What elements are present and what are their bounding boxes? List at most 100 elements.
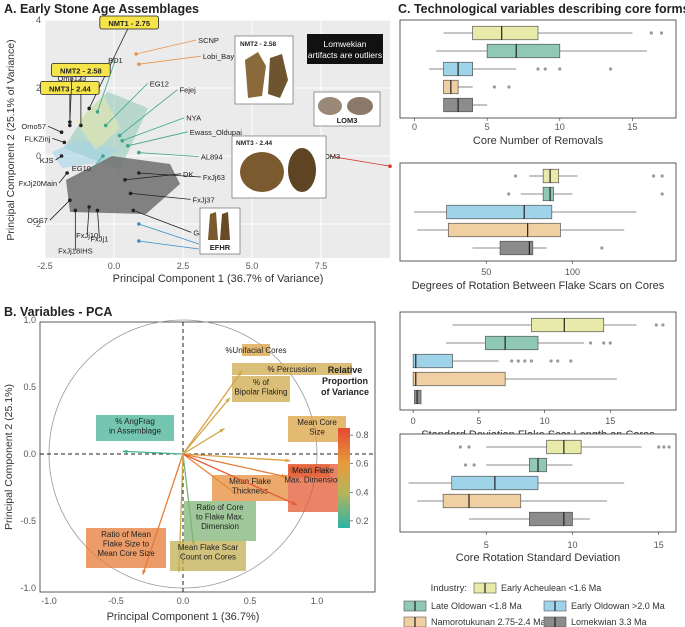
panel-a-point: [68, 198, 72, 202]
panel-a-leader-line: [47, 125, 62, 133]
panel-c-box: [442, 493, 522, 509]
panel-b-vector-label: Max. Dimension: [284, 476, 341, 485]
colorbar-tick-label: 0.2: [356, 516, 369, 526]
panel-c-box: [447, 222, 561, 238]
panel-c-xtick: 5: [485, 122, 490, 132]
panel-a-highlight-box: [40, 81, 100, 95]
legend-label: Namorotukunan 2.75-2.4 Ma: [431, 617, 546, 627]
panel-c-outlier: [492, 85, 497, 89]
colorbar-tick-label: 0.6: [356, 459, 369, 469]
panel-b-vector-label: in Assemblage: [109, 427, 162, 436]
panel-b-vector-label-box: [288, 416, 346, 442]
panel-a-point-label: FLKZinj: [24, 134, 50, 143]
panel-b-ytick: -1.0: [20, 583, 36, 593]
panel-c-xtick: 100: [565, 267, 580, 277]
panel-b-vector-label: Size: [309, 428, 325, 437]
panel-a-point-label: NMT2 - 2.58: [60, 66, 102, 75]
panel-c-outlier: [507, 192, 511, 196]
panel-a-point: [101, 154, 105, 158]
panel-a-point: [62, 140, 67, 145]
panel-b-xtick: -1.0: [41, 596, 57, 606]
panel-a-point: [134, 52, 138, 56]
panel-c-title: C. Technological variables describing co…: [398, 2, 685, 16]
panel-a-xlabel: Principal Component 1 (36.7% of Variance…: [113, 273, 324, 285]
panel-b-vector: [182, 453, 287, 478]
panel-a-point: [131, 208, 136, 213]
panel-a-point-label: EG10: [72, 164, 91, 173]
panel-c-xtick: 5: [476, 416, 481, 426]
panel-c-outlier: [463, 463, 468, 467]
panel-a-leader-line: [138, 172, 201, 178]
panel-a-point: [79, 123, 83, 128]
panel-c-outlier: [549, 359, 553, 363]
efhr-photo-label: EFHR: [210, 243, 231, 252]
panel-a-leader-line: [133, 210, 192, 233]
colorbar: [338, 428, 350, 528]
panel-b-vector-arrowhead: [225, 397, 230, 403]
panel-a-leader-line: [49, 199, 71, 221]
panel-a-point-label: AL894: [201, 153, 223, 162]
panel-c-xtick: 50: [481, 267, 491, 277]
panel-a-point-label: FxJj10: [76, 231, 98, 240]
panel-a-point-label: Lobi_Bay: [203, 52, 235, 61]
panel-c-outlier: [600, 246, 604, 250]
panel-c-box: [472, 25, 539, 41]
panel-a-xtick: 2.5: [177, 261, 190, 271]
panel-b-vector-label: % of: [253, 378, 270, 387]
panel-b-vector-label: % AngFrag: [115, 417, 155, 426]
panel-c-xtick: 10: [567, 540, 577, 550]
panel-c-box: [542, 168, 560, 184]
panel-c-outlier: [608, 341, 612, 345]
panel-c-outlier: [588, 341, 593, 345]
panel-b-xlabel: Principal Component 1 (36.7%): [107, 611, 260, 623]
lomekwian-outlier-text-2: artifacts are outliers: [308, 50, 382, 60]
efhr-artifact-photo: EFHR: [199, 207, 241, 255]
legend-label: Late Oldowan <1.8 Ma: [431, 601, 522, 611]
panel-a-ylabel: Principal Component 2 (25.1% of Variance…: [5, 39, 17, 240]
panel-a-point: [73, 208, 78, 213]
legend-label: Early Acheulean <1.6 Ma: [501, 583, 601, 593]
panel-a-point-label: NYA: [186, 114, 201, 123]
panel-c-xtick: 10: [555, 122, 565, 132]
nmt3-artifact-photo: NMT3 - 2.44: [231, 135, 327, 199]
panel-a-point: [123, 178, 127, 182]
panel-b-vector-label: Count on Cores: [180, 553, 236, 562]
panel-c-xtick: 5: [484, 540, 489, 550]
panel-a-point-label: FxJj18IHS: [58, 246, 93, 255]
panel-c-outlier: [651, 174, 656, 178]
panel-a-leader-line: [69, 77, 73, 123]
panel-a-point-label: EG12: [150, 79, 169, 88]
panel-b-vector-label: % Percussion: [268, 365, 317, 374]
lomekwian-hull: [66, 156, 180, 214]
panel-a-point: [120, 138, 125, 143]
panel-a-point: [388, 164, 392, 168]
panel-b-vector: [182, 453, 291, 462]
panel-a-ytick: 0: [36, 151, 41, 161]
panel-a-xtick: 5.0: [246, 261, 259, 271]
panel-a-leader-line: [105, 83, 149, 126]
panel-b-vector: [182, 427, 225, 455]
panel-a-point-label: Omo57: [21, 122, 46, 131]
colorbar-title-1: Relative: [328, 365, 363, 375]
nmt2-photo-label: NMT2 - 2.58: [240, 41, 277, 48]
panel-a-leader-line: [130, 193, 191, 200]
colorbar-ticks: 0.80.60.40.2: [350, 430, 369, 526]
panel-c-outlier: [660, 192, 664, 196]
panel-b-vector-label: Ratio of Mean: [101, 530, 151, 539]
panel-a-leader-line: [122, 117, 185, 142]
panel-b-vector: [122, 450, 184, 455]
panel-a-title: A. Early Stone Age Assemblages: [4, 2, 199, 16]
panel-c-box: [529, 511, 573, 527]
panel-a-xtick: -2.5: [37, 261, 53, 271]
panel-b-xtick: 0.0: [177, 596, 190, 606]
panel-b-ytick: -0.5: [20, 516, 36, 526]
panel-c-outlier: [558, 67, 562, 71]
early-oldowan-hull: [52, 140, 118, 168]
panel-a-leader-line: [138, 223, 199, 245]
panel-a-point-label: FxJj63: [203, 173, 225, 182]
lom3-photo-label: LOM3: [337, 116, 358, 125]
panel-a-leader-line: [86, 206, 90, 236]
